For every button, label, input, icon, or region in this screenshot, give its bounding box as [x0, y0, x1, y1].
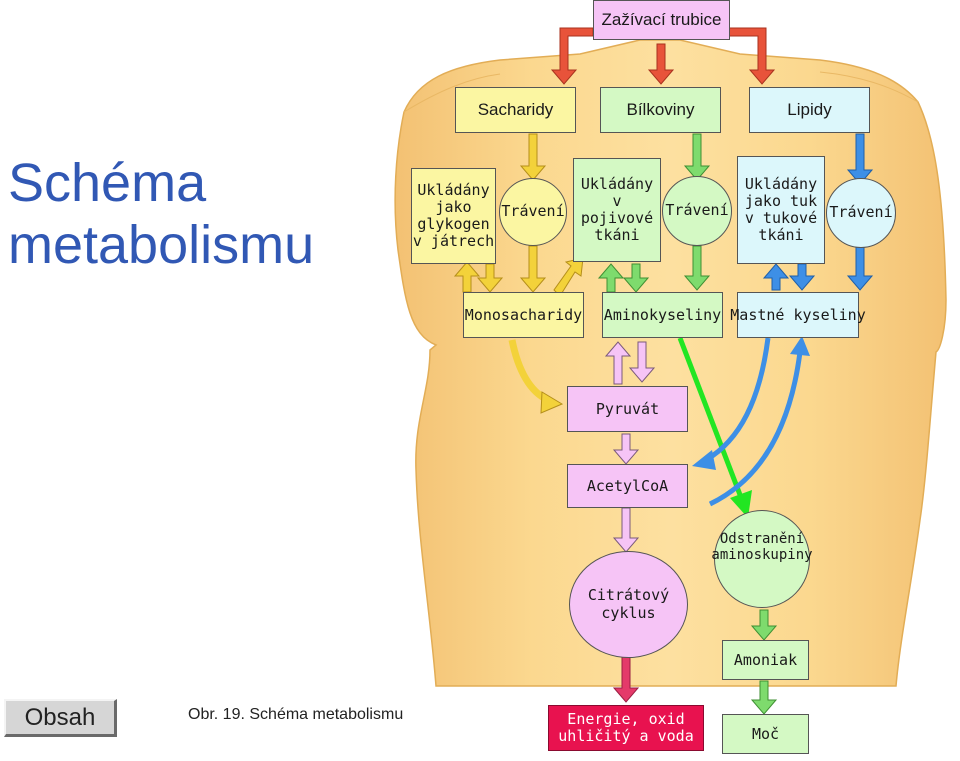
cycle-to-energy-arrow: [612, 653, 640, 703]
red-arrows: [550, 27, 776, 85]
pink-arrows: [604, 341, 656, 553]
node-aminokyseliny: Aminokyseliny: [602, 292, 723, 338]
shoulder-right-line: [819, 71, 919, 103]
aminoacid-to-deamination-arrow: [677, 337, 752, 518]
node-acetylcoa: AcetylCoA: [567, 464, 688, 508]
node-moc: Moč: [722, 714, 809, 754]
node-traveni-sacharidy: Trávení: [499, 178, 567, 246]
node-odstraneni-aminoskupiny: Odstranění aminoskupiny: [711, 510, 813, 608]
node-lipidy: Lipidy: [749, 87, 870, 133]
green-arrows: [597, 133, 778, 715]
page-title-line1: Schéma: [8, 153, 207, 213]
node-mastne-kyseliny: Mastné kyseliny: [730, 292, 866, 338]
node-zazivaci-trubice: Zažívací trubice: [593, 0, 730, 40]
shoulder-left-line: [403, 73, 501, 113]
yellow-arrows: [453, 133, 584, 414]
node-citratovy-cyklus: Citrátový cyklus: [569, 551, 688, 658]
node-amoniak: Amoniak: [722, 640, 809, 680]
node-odstraneni-aminoskupiny-label: Odstranění aminoskupiny: [711, 530, 813, 563]
node-monosacharidy: Monosacharidy: [463, 292, 584, 338]
node-traveni-bilkoviny: Trávení: [662, 176, 732, 246]
figure-caption: Obr. 19. Schéma metabolismu: [188, 706, 404, 723]
node-ukladany-glykogen: Ukládány jako glykogen v játrech: [411, 168, 496, 264]
blue-arrows: [762, 133, 874, 291]
node-bilkoviny: Bílkoviny: [600, 87, 721, 133]
page-title: Schéma metabolismu: [8, 152, 314, 276]
node-energie: Energie, oxid uhličitý a voda: [548, 705, 704, 751]
page-title-line2: metabolismu: [8, 215, 315, 275]
obsah-button[interactable]: Obsah: [4, 699, 117, 737]
acetylcoa-to-fatty-acid-arrow: [708, 336, 810, 507]
node-pyruvat: Pyruvát: [567, 386, 688, 432]
node-sacharidy: Sacharidy: [455, 87, 576, 133]
node-traveni-lipidy: Trávení: [826, 178, 896, 248]
fatty-acid-to-acetylcoa-arrow: [692, 337, 771, 470]
node-ukladany-tuk: Ukládány jako tuk v tukové tkáni: [737, 156, 825, 264]
node-energie-label: Energie, oxid uhličitý a voda: [558, 710, 694, 745]
node-ukladany-pojivove: Ukládány v pojivové tkáni: [573, 158, 661, 262]
